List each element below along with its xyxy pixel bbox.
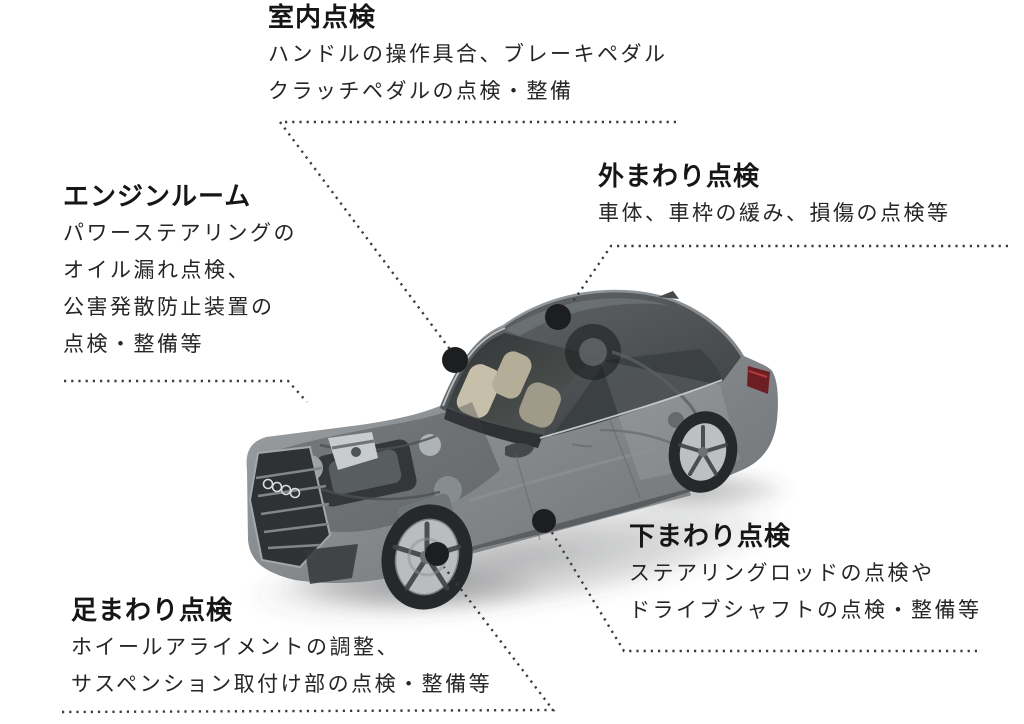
leader-suspension — [61, 566, 556, 714]
sill-shadow — [449, 488, 691, 560]
label-suspension-inspection: 足まわり点検 ホイールアライメントの調整、 サスペンション取付け部の点検・整備等 — [71, 593, 492, 703]
leader-underbody — [549, 530, 977, 653]
callout-dot-exterior — [545, 304, 571, 330]
beltline-chrome — [539, 379, 723, 439]
engine-room-title: エンジンルーム — [63, 182, 252, 212]
rear-wheel — [668, 411, 738, 493]
underbody-inspection-title: 下まわり点検 — [629, 522, 792, 552]
leader-exterior — [571, 244, 1008, 304]
leader-interior — [277, 120, 676, 353]
taillight — [747, 366, 770, 394]
interior-inspection-line: クラッチペダルの点検・整備 — [268, 79, 574, 103]
interior-inspection-title: 室内点検 — [268, 3, 377, 33]
leader-engine — [64, 379, 308, 403]
engine-room-line: 公害発散防止装置の — [63, 295, 275, 319]
side-mirror — [505, 442, 534, 458]
suspension-inspection-title: 足まわり点検 — [71, 596, 234, 626]
front-grille — [248, 445, 332, 569]
label-interior-inspection: 室内点検 ハンドルの操作具合、ブレーキペダル クラッチペダルの点検・整備 — [268, 0, 668, 110]
engine-room-line: オイル漏れ点検、 — [63, 258, 251, 282]
label-exterior-inspection: 外まわり点検 車体、車枠の緩み、損傷の点検等 — [598, 159, 951, 232]
bumper-intake — [305, 544, 358, 584]
antenna-fin — [658, 291, 679, 299]
underbody-inspection-line: ステアリングロッドの点検や — [629, 561, 935, 585]
roof-sheen — [505, 298, 670, 336]
dashboard — [444, 408, 543, 448]
interior-inspection-line: ハンドルの操作具合、ブレーキペダル — [268, 42, 668, 66]
interior-seats — [456, 351, 561, 428]
side-glass — [552, 349, 722, 436]
callout-dot-underbody — [532, 509, 556, 533]
callout-dot-interior — [442, 347, 468, 373]
headlight — [328, 432, 378, 470]
suspension-inspection-line: サスペンション取付け部の点検・整備等 — [71, 672, 493, 696]
a-pillar-chrome — [442, 327, 506, 407]
suspension-inspection-line: ホイールアライメントの調整、 — [71, 635, 400, 659]
callout-leader-lines — [61, 120, 1008, 714]
exterior-inspection-line: 車体、車枠の緩み、損傷の点検等 — [598, 201, 951, 225]
callout-dots — [425, 304, 571, 566]
callout-dot-suspension — [425, 542, 449, 566]
engine-room-line: パワーステアリングの — [63, 221, 297, 245]
label-engine-room: エンジンルーム パワーステアリングの オイル漏れ点検、 公害発散防止装置の 点検… — [63, 179, 297, 363]
underbody-inspection-line: ドライブシャフトの点検・整備等 — [629, 598, 982, 622]
exterior-inspection-title: 外まわり点検 — [598, 162, 761, 192]
engine-room-line: 点検・整備等 — [63, 332, 204, 356]
label-underbody-inspection: 下まわり点検 ステアリングロッドの点検や ドライブシャフトの点検・整備等 — [629, 519, 982, 629]
audi-rings-icon — [262, 478, 301, 499]
